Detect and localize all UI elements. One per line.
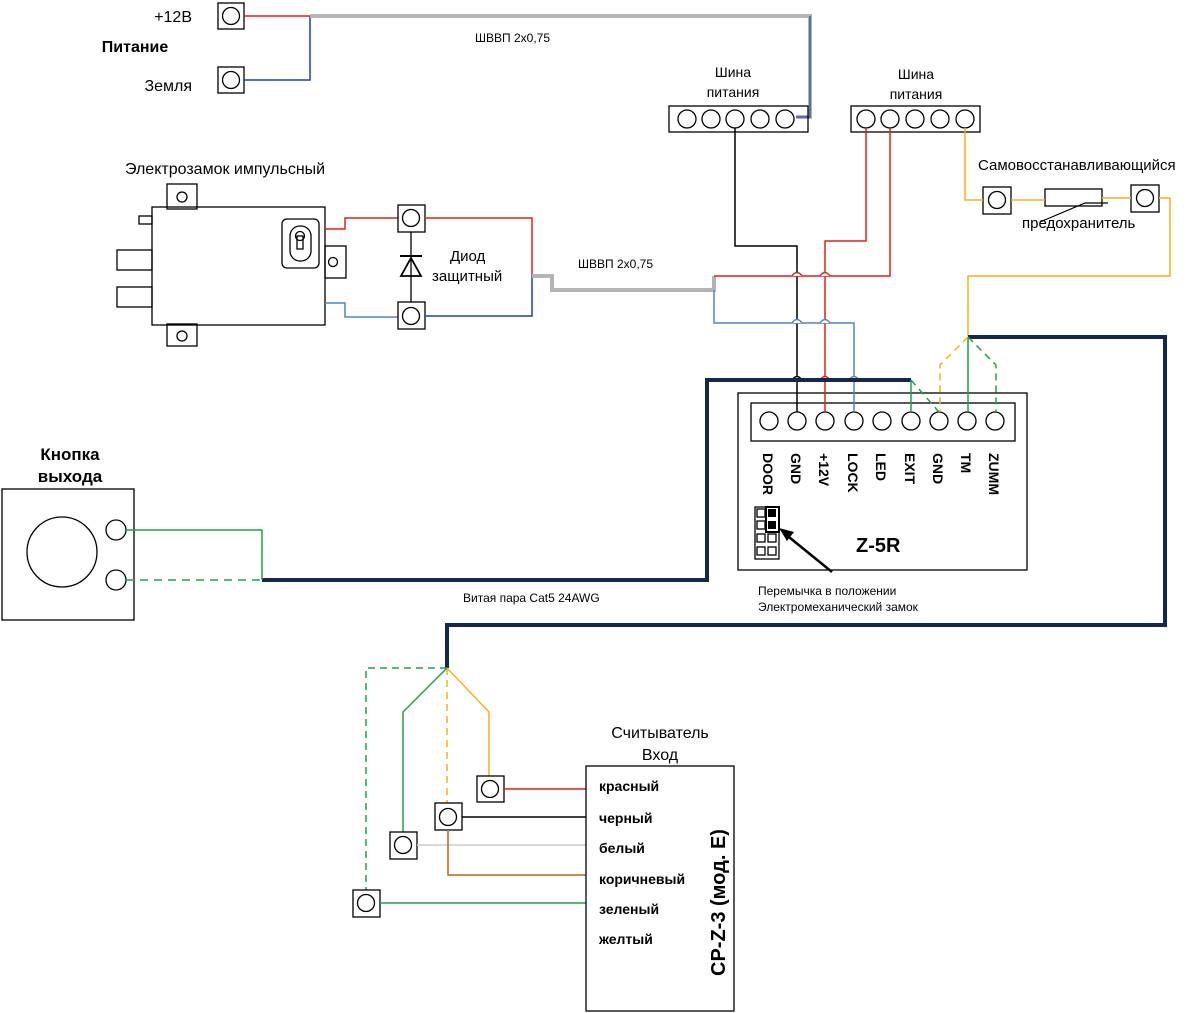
lock-plus-wire — [714, 128, 891, 277]
terminal-zumm: ZUMM — [986, 453, 1002, 495]
bus-left-label-1: Шина — [715, 64, 751, 80]
reader-terminals — [352, 775, 505, 918]
bus-left: Шина питания — [668, 64, 809, 133]
controller-model: Z-5R — [856, 535, 901, 557]
exit-button: Кнопка выхода — [1, 445, 135, 621]
diode-blue-wire — [425, 276, 533, 317]
bus-right-label-1: Шина — [898, 66, 934, 82]
exit-button-title-2: выхода — [38, 467, 103, 486]
jumper-block — [754, 506, 780, 560]
lock-cable-label: ШВВП 2х0,75 — [578, 257, 653, 271]
reader-wire-brown: коричневый — [599, 871, 685, 887]
plus12-terminal — [217, 2, 245, 30]
diode-red-wire — [425, 217, 533, 276]
gnd-wire — [734, 128, 798, 412]
terminal-tm: TM — [958, 453, 974, 473]
twisted-pair-reader — [445, 335, 1167, 668]
diode-label-1: Диод — [450, 248, 486, 265]
twisted-pair-label: Витая пара Cat5 24AWG — [463, 591, 600, 605]
reader-fanout — [365, 667, 490, 890]
reader-wire-red: красный — [599, 778, 659, 794]
terminal-gnd-2: GND — [930, 453, 946, 484]
electric-lock: Электрозамок импульсный — [116, 161, 347, 347]
reader-wire-green: зеленый — [599, 901, 659, 917]
terminal-gnd: GND — [788, 453, 804, 484]
reader-wire-white: белый — [599, 840, 645, 856]
lock-cable — [532, 274, 716, 292]
controller-z5r: DOOR GND +12V LOCK LED EXIT GND TM ZUMM … — [737, 392, 1028, 614]
plus12-wire-1 — [824, 128, 867, 412]
power-supply: +12В Питание Земля ШВВП 2х0,75 — [102, 2, 812, 119]
fuse-label-1: Самовосстанавливающийся — [978, 157, 1176, 174]
diode-label-2: защитный — [432, 268, 502, 285]
reader-title-2: Вход — [642, 747, 679, 764]
power-cable-label: ШВВП 2х0,75 — [475, 31, 550, 45]
ground-label: Земля — [144, 78, 192, 95]
plus12-label: +12В — [154, 9, 192, 26]
exit-button-title-1: Кнопка — [40, 445, 100, 464]
protective-diode: Диод защитный — [397, 204, 502, 330]
lock-red-wire — [325, 217, 398, 230]
terminal-lock: LOCK — [845, 453, 861, 493]
reader-wire-yellow: желтый — [598, 931, 653, 947]
fuse-label-2: предохранитель — [1022, 215, 1136, 232]
terminal-exit: EXIT — [902, 453, 918, 485]
lock-minus-wire — [713, 290, 855, 412]
resettable-fuse: Самовосстанавливающийся предохранитель — [964, 128, 1176, 336]
power-cable-core — [796, 16, 811, 118]
power-blue-wire — [244, 16, 311, 81]
bus-right: Шина питания — [850, 66, 981, 133]
reader: Считыватель Вход красный черный белый ко… — [585, 725, 735, 1012]
bus-left-label-2: питания — [707, 84, 760, 100]
terminal-12v: +12V — [816, 453, 832, 487]
reader-title-1: Считыватель — [611, 725, 709, 742]
bus-right-label-2: питания — [890, 86, 943, 102]
reader-model: CP-Z-3 (мод. Е) — [708, 829, 730, 976]
twisted-pair-exit — [262, 378, 911, 582]
reader-wire-black: черный — [599, 810, 652, 826]
lock-title: Электрозамок импульсный — [125, 161, 325, 178]
lock-blue-wire — [325, 302, 398, 318]
terminal-led: LED — [873, 453, 889, 481]
terminal-door: DOOR — [760, 453, 776, 495]
jumper-note-2: Электромеханический замок — [758, 600, 919, 614]
ground-terminal — [217, 66, 245, 94]
jumper-note-1: Перемычка в положении — [758, 584, 896, 598]
power-title: Питание — [102, 39, 169, 56]
